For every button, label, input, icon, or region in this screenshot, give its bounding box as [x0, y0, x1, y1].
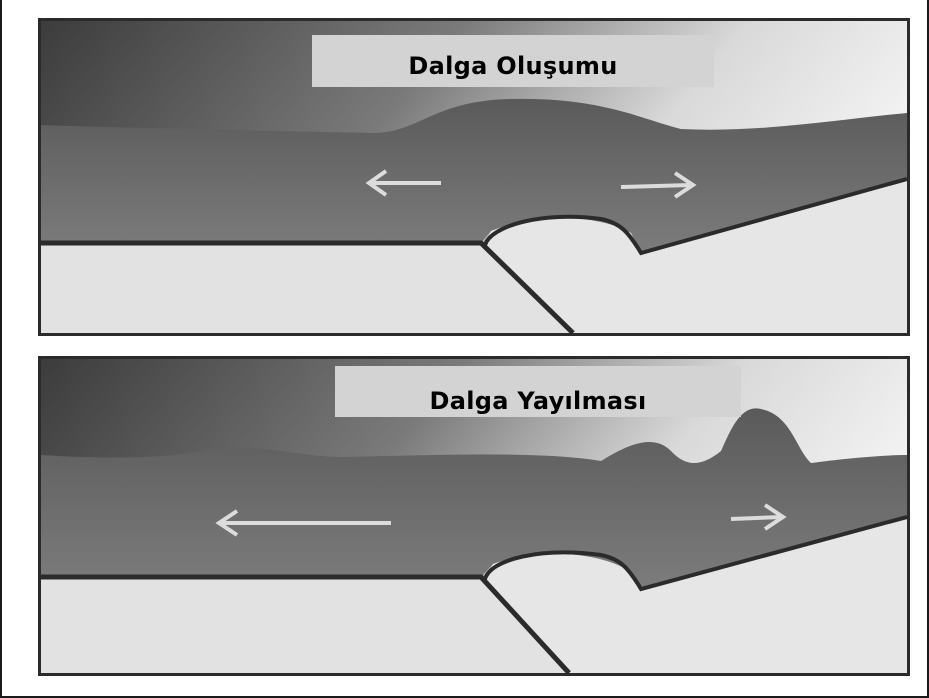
panel-title: Dalga Yayılması [335, 366, 741, 417]
oceanic-plate [41, 577, 569, 673]
wave-propagation-panel: Dalga Yayılması [38, 356, 910, 676]
panel-title: Dalga Oluşumu [312, 35, 714, 87]
wave-formation-panel: Dalga Oluşumu [38, 18, 910, 336]
